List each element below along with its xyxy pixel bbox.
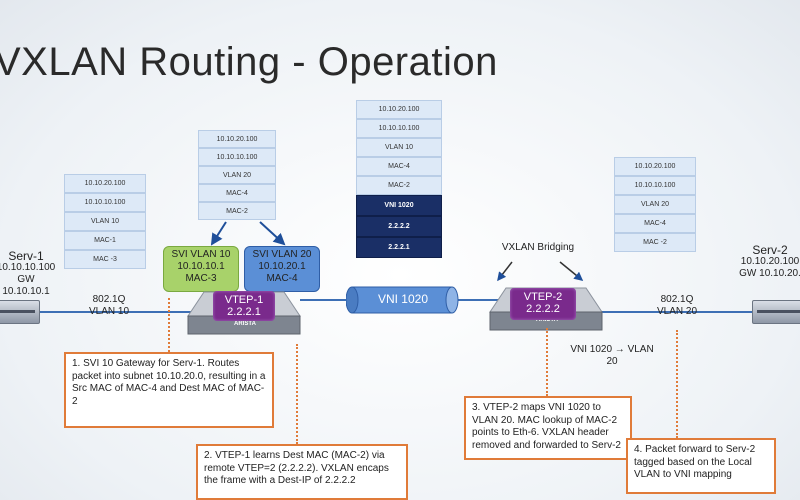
table-cell: VLAN 20 [198,166,276,184]
svi10-mac: MAC-3 [185,273,217,284]
link2-line1: 802.1Q [660,294,694,305]
table-vtep1: 10.10.20.100 10.10.10.100 VLAN 20 MAC-4 … [198,130,276,220]
bridging-label: VXLAN Bridging [501,242,575,253]
link1-label: 802.1Q VLAN 10 [84,294,134,318]
table-cell: VLAN 10 [64,212,146,231]
table-cell: MAC-4 [356,157,442,176]
table-cell: 10.10.10.100 [64,193,146,212]
table-right: 10.10.20.100 10.10.10.100 VLAN 20 MAC-4 … [614,157,696,252]
table-cell: MAC -2 [614,233,696,252]
serv1-ip: 10.10.10.100 [0,262,56,273]
page-title: VXLAN Routing - Operation [0,40,498,84]
table-cell: VNI 1020 [356,195,442,216]
vtep2-ip: 2.2.2.2 [526,303,560,315]
svi-vlan20-box: SVI VLAN 20 10.10.20.1 MAC-4 [244,246,320,292]
arrow-to-svi20 [259,221,286,246]
serv1-label: Serv-1 10.10.10.100 GW 10.10.10.1 [0,250,56,298]
table-cell: VLAN 10 [356,138,442,157]
serv2-label: Serv-2 10.10.20.100 GW 10.10.20. [730,244,800,280]
svi10-label: SVI VLAN 10 [171,249,231,260]
serv2-gw: GW 10.10.20. [739,268,800,279]
svi20-mac: MAC-4 [266,273,298,284]
vtep2-box: VTEP-2 2.2.2.2 [510,288,576,320]
vtep1-box: VTEP-1 2.2.2.1 [213,291,275,321]
note-step-4: 4. Packet forward to Serv-2 tagged based… [626,438,776,494]
link2-label: 802.1Q VLAN 20 [652,294,702,318]
table-cell: 2.2.2.1 [356,237,442,258]
table-cell: MAC-2 [198,202,276,220]
vtep2-brand: ARISTA [536,317,558,323]
serv2-server [752,300,800,324]
vni-map-line2: 20 [606,356,618,367]
bridging-arrow-left [497,261,513,282]
leader-4 [676,330,679,438]
vtep2-label: VTEP-2 [523,291,563,303]
serv1-name: Serv-1 [8,249,44,263]
bridging-arrow-right [559,261,584,281]
table-cell: MAC-4 [198,184,276,202]
table-cell: 10.10.20.100 [64,174,146,193]
table-cell: 10.10.10.100 [356,119,442,138]
table-cell: 2.2.2.2 [356,216,442,237]
svi10-ip: 10.10.10.1 [177,261,225,272]
table-cell: 10.10.20.100 [198,130,276,148]
link1-line1: 802.1Q [92,294,126,305]
vni-mapping-label: VNI 1020 → VLAN 20 [562,344,662,368]
tunnel-label: VNI 1020 [377,292,429,306]
link1-line2: VLAN 10 [88,306,130,317]
svi20-label: SVI VLAN 20 [252,249,312,260]
note-step-1: 1. SVI 10 Gateway for Serv-1. Routes pac… [64,352,274,428]
table-cell: MAC -3 [64,250,146,269]
serv1-gw: GW 10.10.10.1 [2,274,50,297]
leader-1 [168,298,171,352]
serv2-link [600,311,760,313]
table-cell: 10.10.10.100 [198,148,276,166]
table-cell: MAC-2 [356,176,442,195]
table-cell: MAC-4 [614,214,696,233]
table-cell: MAC-1 [64,231,146,250]
svi-vlan10-box: SVI VLAN 10 10.10.10.1 MAC-3 [163,246,239,292]
svi20-ip: 10.10.20.1 [258,261,306,272]
vtep1-ip: 2.2.2.1 [227,306,261,318]
table-cell: VLAN 20 [614,195,696,214]
serv1-server [0,300,40,324]
leader-2 [296,344,299,444]
table-cell: 10.10.20.100 [356,100,442,119]
arrow-to-svi10 [210,221,227,246]
table-cell: 10.10.20.100 [614,157,696,176]
note-step-3: 3. VTEP-2 maps VNI 1020 to VLAN 20. MAC … [464,396,632,460]
vni-map-line1: VNI 1020 → VLAN [570,344,654,355]
vtep1-label: VTEP-1 [224,294,264,306]
serv1-link [10,311,200,313]
table-left: 10.10.20.100 10.10.10.100 VLAN 10 MAC-1 … [64,174,146,269]
serv2-ip: 10.10.20.100 [740,256,800,267]
link2-line2: VLAN 20 [656,306,698,317]
note-step-2: 2. VTEP-1 learns Dest MAC (MAC-2) via re… [196,444,408,500]
vtep1-brand: ARISTA [234,321,256,327]
serv2-name: Serv-2 [752,243,788,257]
vni-tunnel [346,286,459,314]
leader-3 [546,328,549,396]
table-cell: 10.10.10.100 [614,176,696,195]
table-center: 10.10.20.100 10.10.10.100 VLAN 10 MAC-4 … [356,100,442,258]
